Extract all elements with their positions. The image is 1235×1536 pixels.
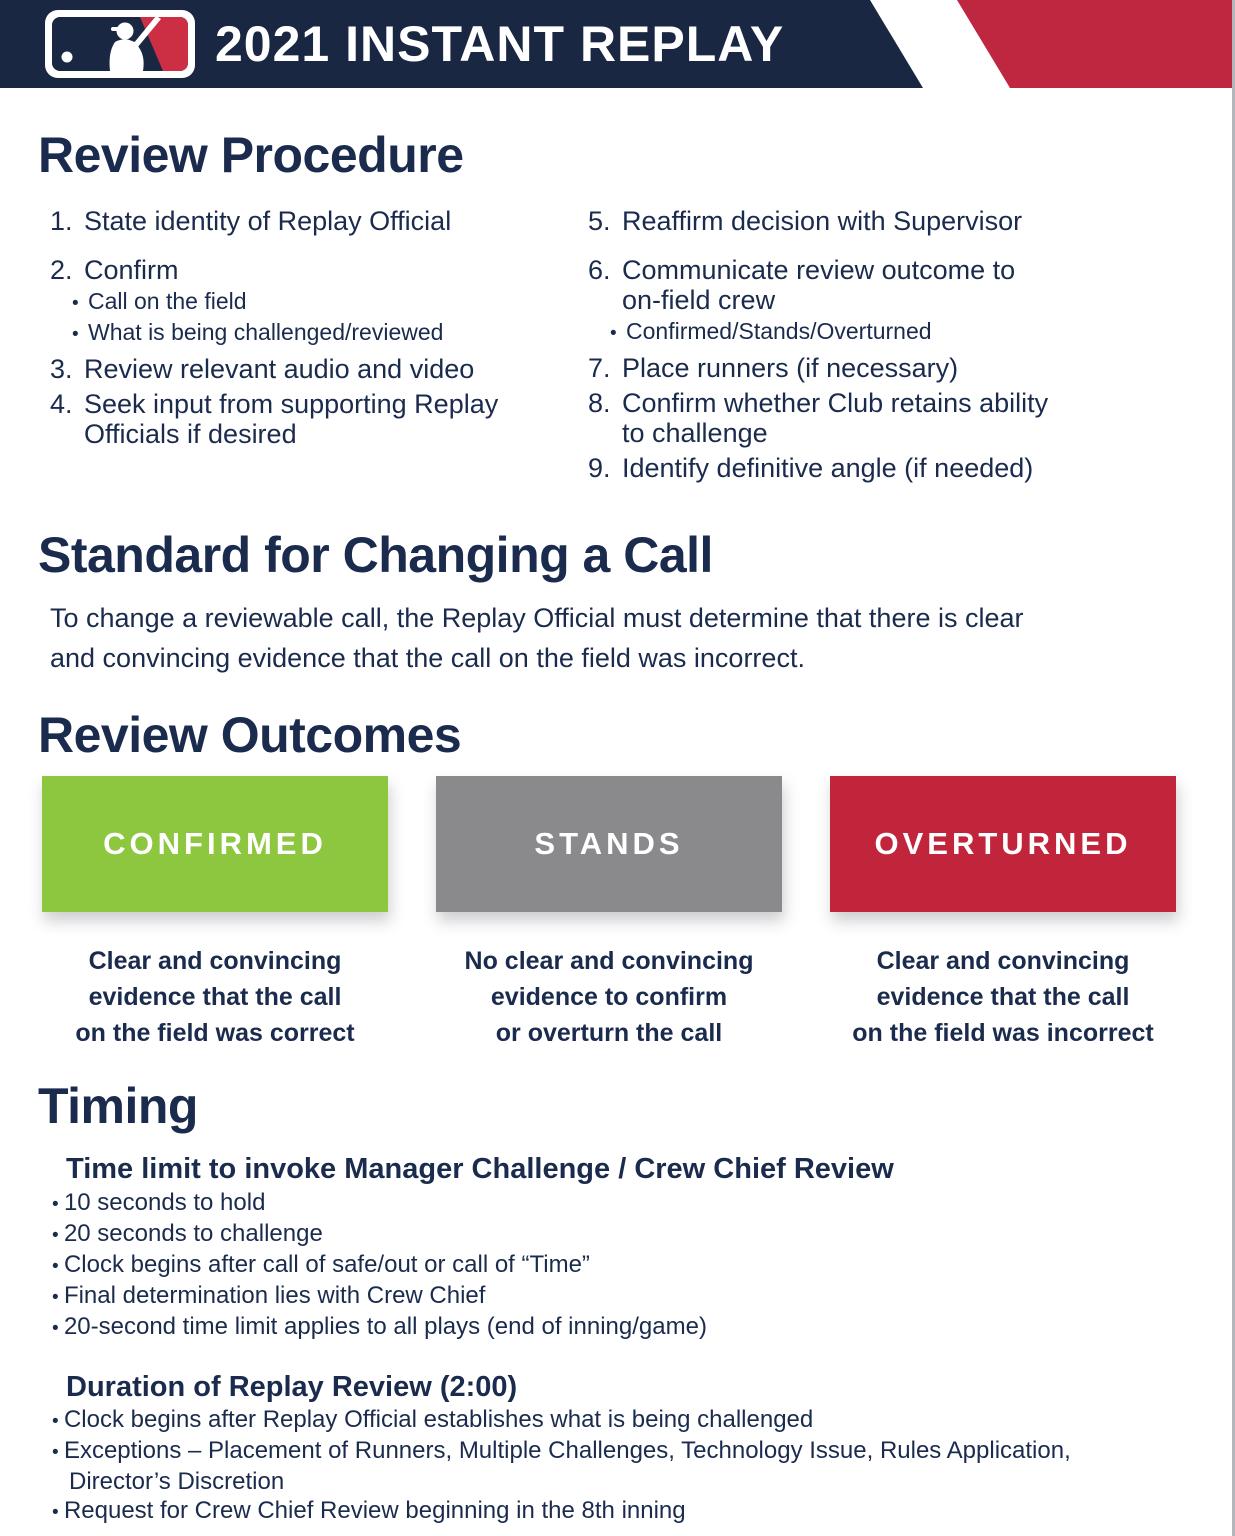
item-number: 5. — [588, 206, 611, 236]
bullet-text: 20-second time limit applies to all play… — [63, 1313, 707, 1340]
section-outcomes: Review Outcomes CONFIRMED Clear and conv… — [38, 708, 1228, 1051]
timing-bullet: 20-second time limit applies to all play… — [52, 1312, 1205, 1343]
item-text: Communicate review outcome to on-field c… — [622, 255, 1016, 315]
procedure-item-6: 6. Communicate review outcome to on-fiel… — [588, 255, 1198, 315]
item-number: 4. — [50, 389, 73, 419]
procedure-sublist: Confirmed/Stands/Overturned — [610, 317, 1198, 348]
timing-bullet: Final determination lies with Crew Chief — [52, 1281, 1205, 1312]
item-number: 8. — [588, 388, 611, 418]
procedure-item-7: 7. Place runners (if necessary) — [588, 353, 1198, 383]
item-text: Seek input from supporting Replay Offici… — [84, 389, 499, 449]
timing-bullet: Clock begins after Replay Official estab… — [52, 1405, 1205, 1436]
item-text: Confirm — [84, 255, 179, 285]
timing-subheading-challenge: Time limit to invoke Manager Challenge /… — [66, 1153, 894, 1185]
overturned-caption: Clear and convincing evidence that the c… — [852, 947, 1154, 1047]
overturned-label: OVERTURNED — [874, 826, 1132, 861]
outcome-stands: STANDS No clear and convincing evidence … — [436, 776, 782, 1051]
confirmed-caption: Clear and convincing evidence that the c… — [75, 947, 355, 1047]
header-banner: 2021 INSTANT REPLAY — [0, 0, 1235, 88]
item-text: Confirm whether Club retains ability to … — [622, 388, 1049, 448]
mlb-logo-icon — [45, 10, 195, 78]
item-number: 9. — [588, 453, 611, 483]
outcome-overturned: OVERTURNED Clear and convincing evidence… — [830, 776, 1176, 1051]
procedure-item-1: 1. State identity of Replay Official — [50, 206, 598, 236]
procedure-item-5: 5. Reaffirm decision with Supervisor — [588, 206, 1198, 236]
procedure-subitem: Call on the field — [72, 287, 598, 318]
bullet-text: 10 seconds to hold — [63, 1189, 266, 1216]
item-number: 2. — [50, 255, 73, 285]
item-number: 7. — [588, 353, 611, 383]
bullet-text: Clock begins after Replay Official estab… — [63, 1406, 814, 1433]
timing-bullet: 10 seconds to hold — [52, 1188, 1205, 1219]
standard-body: To change a reviewable call, the Replay … — [50, 603, 1024, 673]
section-timing: Timing Time limit to invoke Manager Chal… — [38, 1079, 1205, 1527]
timing-bullets-duration: Clock begins after Replay Official estab… — [52, 1405, 1205, 1527]
timing-bullet: Clock begins after call of safe/out or c… — [52, 1250, 1205, 1281]
subitem-text: What is being challenged/reviewed — [88, 319, 444, 345]
stands-badge: STANDS — [436, 776, 782, 912]
procedure-subitem: Confirmed/Stands/Overturned — [610, 317, 1198, 348]
item-text: Place runners (if necessary) — [622, 353, 959, 383]
item-number: 3. — [50, 354, 73, 384]
procedure-subitem: What is being challenged/reviewed — [72, 318, 598, 349]
section-standard: Standard for Changing a Call To change a… — [38, 528, 1198, 678]
item-number: 1. — [50, 206, 73, 236]
stands-caption: No clear and convincing evidence to conf… — [464, 947, 754, 1047]
procedure-item-9: 9. Identify definitive angle (if needed) — [588, 453, 1198, 483]
confirmed-label: CONFIRMED — [103, 826, 327, 861]
timing-bullet: Exceptions – Placement of Runners, Multi… — [52, 1436, 1205, 1496]
standard-heading: Standard for Changing a Call — [38, 527, 713, 583]
procedure-sublist: Call on the field What is being challeng… — [72, 287, 598, 349]
timing-bullets-challenge: 10 seconds to hold 20 seconds to challen… — [52, 1188, 1205, 1343]
stands-label: STANDS — [534, 826, 684, 861]
timing-bullet: Request for Crew Chief Review beginning … — [52, 1496, 1205, 1527]
procedure-columns: 1. State identity of Replay Official 2. … — [50, 206, 1198, 483]
item-text: State identity of Replay Official — [84, 206, 452, 236]
bullet-text: Final determination lies with Crew Chief — [63, 1282, 486, 1309]
bullet-text: Exceptions – Placement of Runners, Multi… — [63, 1437, 1071, 1495]
item-number: 6. — [588, 255, 611, 285]
procedure-item-2: 2. Confirm — [50, 255, 598, 285]
subitem-text: Call on the field — [88, 288, 247, 314]
header-navy-band: 2021 INSTANT REPLAY — [0, 0, 923, 88]
outcomes-heading: Review Outcomes — [38, 707, 462, 763]
procedure-item-3: 3. Review relevant audio and video — [50, 354, 598, 384]
header-red-accent — [957, 0, 1235, 88]
item-text: Identify definitive angle (if needed) — [622, 453, 1034, 483]
item-text: Review relevant audio and video — [84, 354, 475, 384]
timing-heading: Timing — [38, 1078, 198, 1134]
timing-subheading-duration: Duration of Replay Review (2:00) — [66, 1371, 518, 1403]
outcome-confirmed: CONFIRMED Clear and convincing evidence … — [42, 776, 388, 1051]
bullet-text: Request for Crew Chief Review beginning … — [63, 1497, 686, 1524]
document-title: 2021 INSTANT REPLAY — [215, 16, 785, 72]
item-text: Reaffirm decision with Supervisor — [622, 206, 1023, 236]
procedure-item-4: 4. Seek input from supporting Replay Off… — [50, 389, 598, 449]
bullet-text: 20 seconds to challenge — [63, 1220, 323, 1247]
review-procedure-heading: Review Procedure — [38, 127, 464, 183]
outcome-cards: CONFIRMED Clear and convincing evidence … — [42, 776, 1228, 1051]
overturned-badge: OVERTURNED — [830, 776, 1176, 912]
procedure-list-right: 5. Reaffirm decision with Supervisor 6. … — [588, 206, 1198, 488]
timing-bullet: 20 seconds to challenge — [52, 1219, 1205, 1250]
confirmed-badge: CONFIRMED — [42, 776, 388, 912]
bullet-text: Clock begins after call of safe/out or c… — [63, 1251, 590, 1278]
subitem-text: Confirmed/Stands/Overturned — [626, 318, 932, 344]
procedure-item-8: 8. Confirm whether Club retains ability … — [588, 388, 1198, 448]
section-review-procedure: Review Procedure 1. State identity of Re… — [38, 127, 1198, 483]
procedure-list-left: 1. State identity of Replay Official 2. … — [50, 206, 598, 449]
